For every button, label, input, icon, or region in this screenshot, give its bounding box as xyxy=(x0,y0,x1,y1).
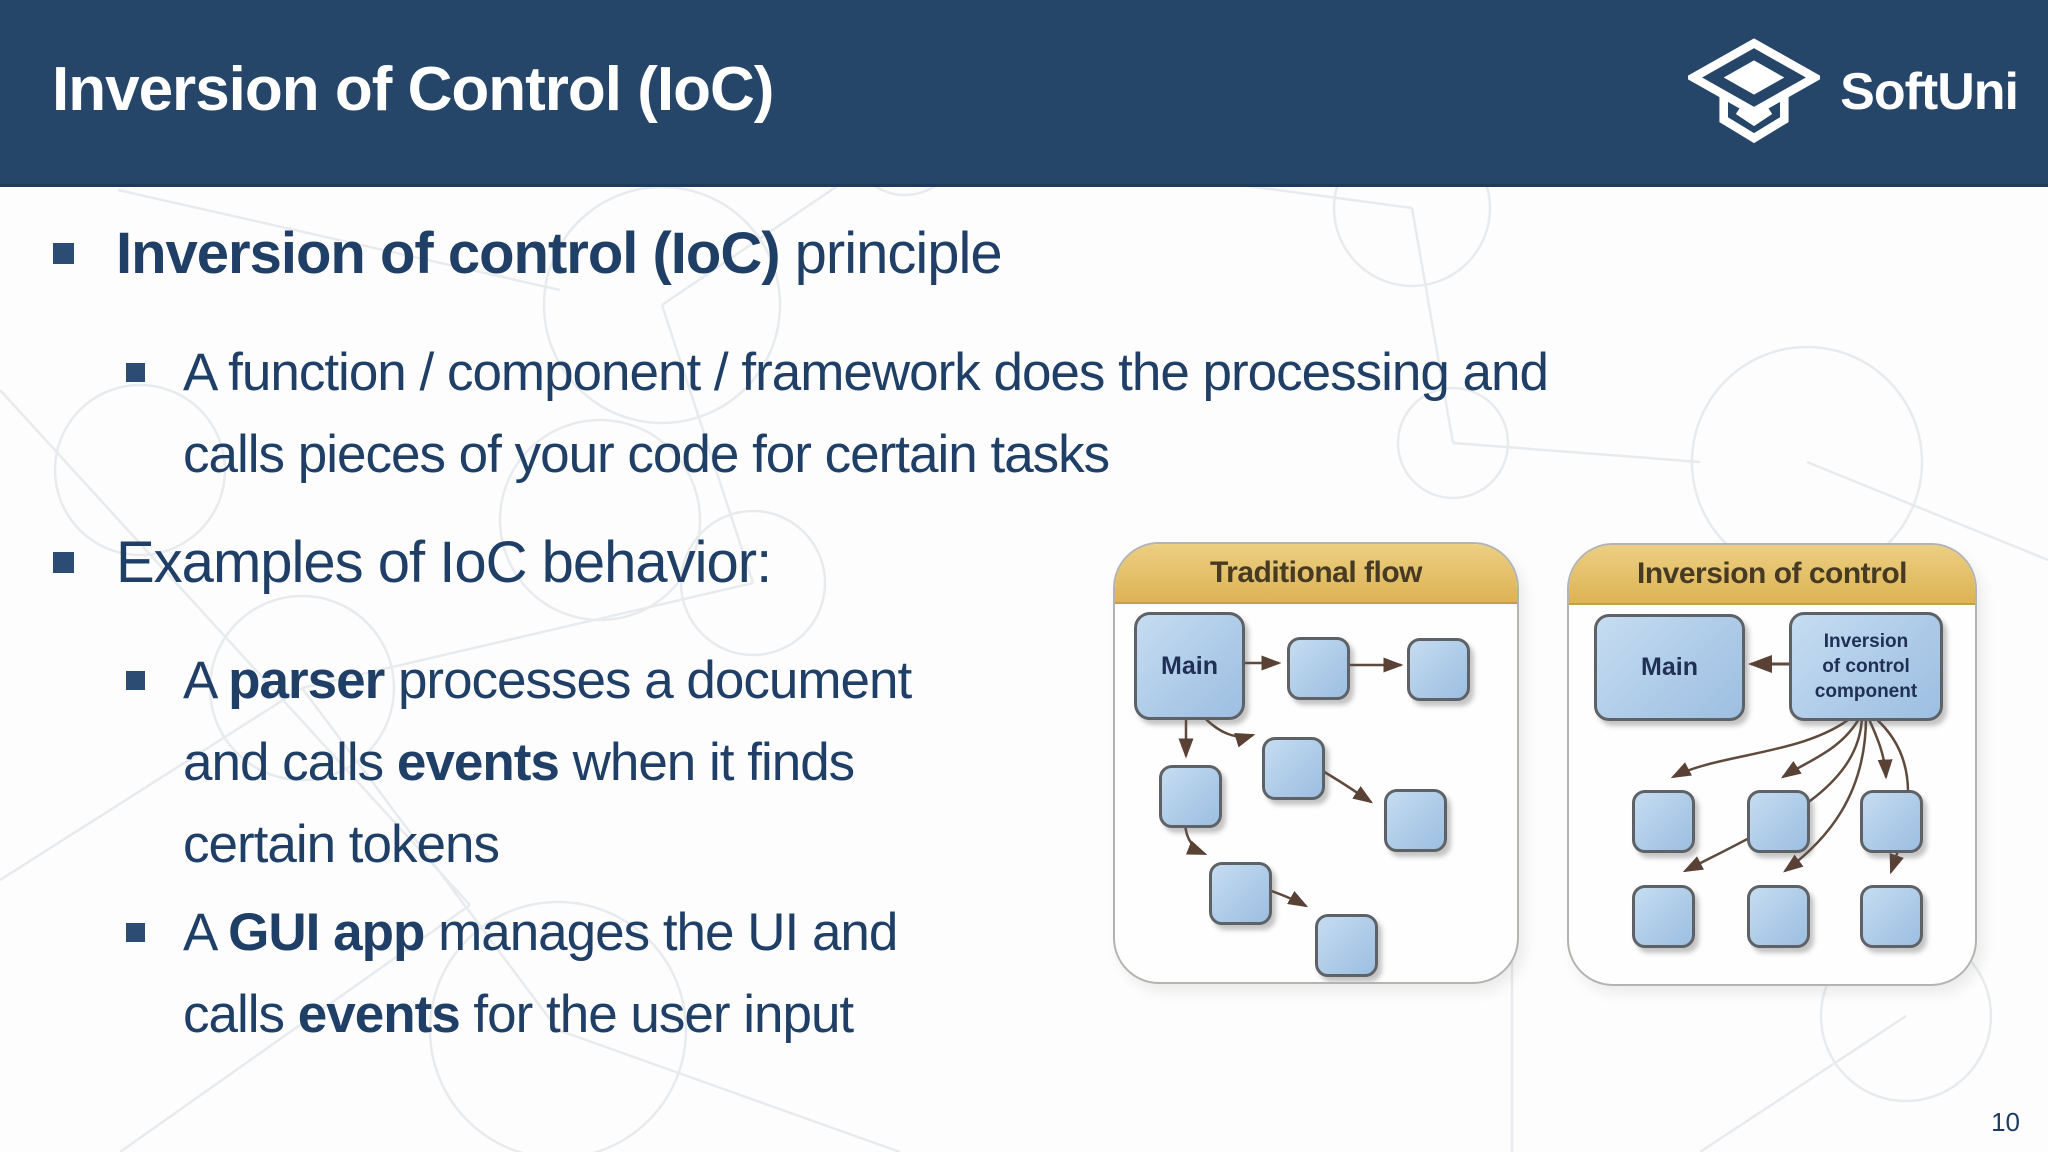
flow-node xyxy=(1384,789,1447,852)
title-bar: Inversion of Control (IoC) SoftUni xyxy=(0,0,2048,187)
flow-node xyxy=(1262,737,1325,800)
flow-node-main: Main xyxy=(1134,612,1245,720)
diagram-traditional-flow: Traditional flow Main xyxy=(1113,542,1519,984)
flow-node xyxy=(1287,637,1350,700)
flow-node xyxy=(1159,765,1222,828)
text-segment: events xyxy=(297,985,461,1044)
node-label-line: component xyxy=(1814,681,1918,702)
flow-node xyxy=(1632,885,1695,948)
bullet-line: Examples of IoC behavior: xyxy=(116,522,772,604)
flow-node-main: Main xyxy=(1594,614,1745,721)
bullet-marker-icon xyxy=(126,923,145,942)
text-segment: calls pieces of your code for certain ta… xyxy=(183,425,1110,484)
flow-node xyxy=(1407,638,1470,701)
diagram-title-band: Traditional flow xyxy=(1115,544,1517,604)
text-segment: GUI app xyxy=(228,903,425,962)
diagram-inversion-of-control: Inversion of control Main xyxy=(1567,543,1977,986)
bullet-line: A parser processes a document xyxy=(183,640,912,722)
node-label-line: of control xyxy=(1822,656,1910,677)
bullet-line: A function / component / framework does … xyxy=(183,332,1549,414)
bullet-item: Examples of IoC behavior: xyxy=(0,522,772,604)
bullet-line: calls events for the user input xyxy=(183,974,897,1056)
bullet-marker-icon xyxy=(126,671,145,690)
text-segment: principle xyxy=(779,221,1003,286)
text-segment: certain tokens xyxy=(183,815,500,874)
graduation-cap-icon xyxy=(1688,38,1821,144)
flow-node xyxy=(1747,885,1810,948)
bullet-line: and calls events when it finds xyxy=(183,722,911,804)
flow-node xyxy=(1209,862,1272,925)
text-segment: parser xyxy=(228,651,385,710)
text-segment: A xyxy=(183,651,229,710)
bullet-marker-icon xyxy=(126,363,145,382)
page-number: 10 xyxy=(1991,1107,2020,1137)
diagram-title: Inversion of control xyxy=(1636,557,1908,590)
diagram-title-band: Inversion of control xyxy=(1569,545,1975,605)
text-segment: calls xyxy=(183,985,298,1044)
flow-node xyxy=(1860,790,1923,853)
node-label: Main xyxy=(1641,653,1698,681)
logo-text: SoftUni xyxy=(1840,63,2019,121)
bullet-line: A GUI app manages the UI and xyxy=(183,892,898,974)
flow-node-ioc-component: Inversion of control component xyxy=(1789,612,1943,721)
flow-node xyxy=(1747,790,1810,853)
text-segment: A function / component / framework does … xyxy=(183,343,1549,402)
diagram-title: Traditional flow xyxy=(1209,556,1423,589)
bullet-marker-icon xyxy=(53,552,74,573)
text-segment: events xyxy=(396,733,560,792)
bullet-item: A function / component / framework does … xyxy=(0,332,1549,496)
bullet-marker-icon xyxy=(53,243,74,264)
text-segment: for the user input xyxy=(459,985,854,1044)
text-segment: manages the UI and xyxy=(424,903,898,962)
flow-node xyxy=(1860,885,1923,948)
flow-node xyxy=(1315,914,1378,977)
text-segment: processes a document xyxy=(384,651,912,710)
bullet-item: Inversion of control (IoC) principle xyxy=(0,213,1003,295)
text-segment: and calls xyxy=(183,733,397,792)
bullet-line: certain tokens xyxy=(183,804,911,886)
bullet-line: Inversion of control (IoC) principle xyxy=(116,213,1003,295)
text-segment: A xyxy=(183,903,229,962)
text-segment: Inversion of control (IoC) xyxy=(116,221,781,286)
bullet-line: calls pieces of your code for certain ta… xyxy=(183,414,1548,496)
node-label: Main xyxy=(1161,651,1218,680)
text-segment: when it finds xyxy=(558,733,856,792)
node-label-line: Inversion xyxy=(1823,631,1909,652)
flow-node xyxy=(1632,790,1695,853)
softuni-logo: SoftUni xyxy=(1688,0,2019,184)
page-title: Inversion of Control (IoC) xyxy=(52,54,774,124)
text-segment: Examples of IoC behavior: xyxy=(116,530,772,595)
